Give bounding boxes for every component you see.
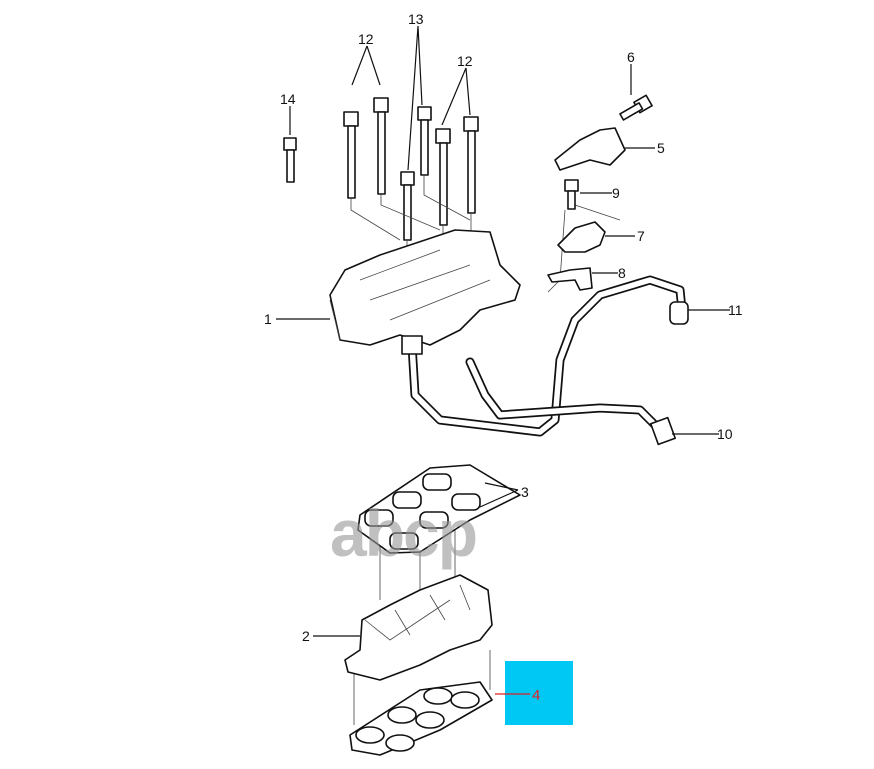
- callout-5[interactable]: 5: [657, 140, 665, 156]
- hose-assembly-10[interactable]: [401, 275, 687, 446]
- lower-intake-manifold-2[interactable]: [344, 574, 493, 681]
- bolts-12-right[interactable]: [435, 116, 479, 226]
- callout-12-left[interactable]: 12: [358, 31, 374, 47]
- bolts-12-left[interactable]: [343, 97, 389, 199]
- callout-10[interactable]: 10: [717, 426, 733, 442]
- bolts-13[interactable]: [400, 106, 432, 241]
- callout-2[interactable]: 2: [302, 628, 310, 644]
- callout-8[interactable]: 8: [618, 265, 626, 281]
- callout-1[interactable]: 1: [264, 311, 272, 327]
- highlight-box-part-4[interactable]: [505, 661, 573, 725]
- callout-3[interactable]: 3: [521, 484, 529, 500]
- callout-13[interactable]: 13: [408, 11, 424, 27]
- bolt-9[interactable]: [564, 179, 579, 210]
- bracket-8[interactable]: [547, 267, 593, 291]
- fitting-11[interactable]: [669, 301, 689, 325]
- bolt-6[interactable]: [619, 94, 653, 121]
- bolt-14[interactable]: [283, 137, 297, 183]
- gasket-4[interactable]: [349, 681, 493, 756]
- callout-6[interactable]: 6: [627, 49, 635, 65]
- callout-14[interactable]: 14: [280, 91, 296, 107]
- gasket-set-3[interactable]: [357, 464, 521, 554]
- valve-7[interactable]: [557, 221, 606, 253]
- callout-11[interactable]: 11: [728, 302, 743, 318]
- upper-intake-manifold[interactable]: [329, 229, 521, 346]
- leader-lines: [276, 25, 730, 695]
- callout-12-right[interactable]: 12: [457, 53, 473, 69]
- callout-labels: 14 12 13 12 6 5 9 7 8 11 1 10 3 2 4: [264, 11, 743, 704]
- callout-4[interactable]: 4: [532, 687, 540, 704]
- throttle-body-5[interactable]: [554, 127, 626, 171]
- callout-9[interactable]: 9: [612, 185, 620, 201]
- callout-7[interactable]: 7: [637, 228, 645, 244]
